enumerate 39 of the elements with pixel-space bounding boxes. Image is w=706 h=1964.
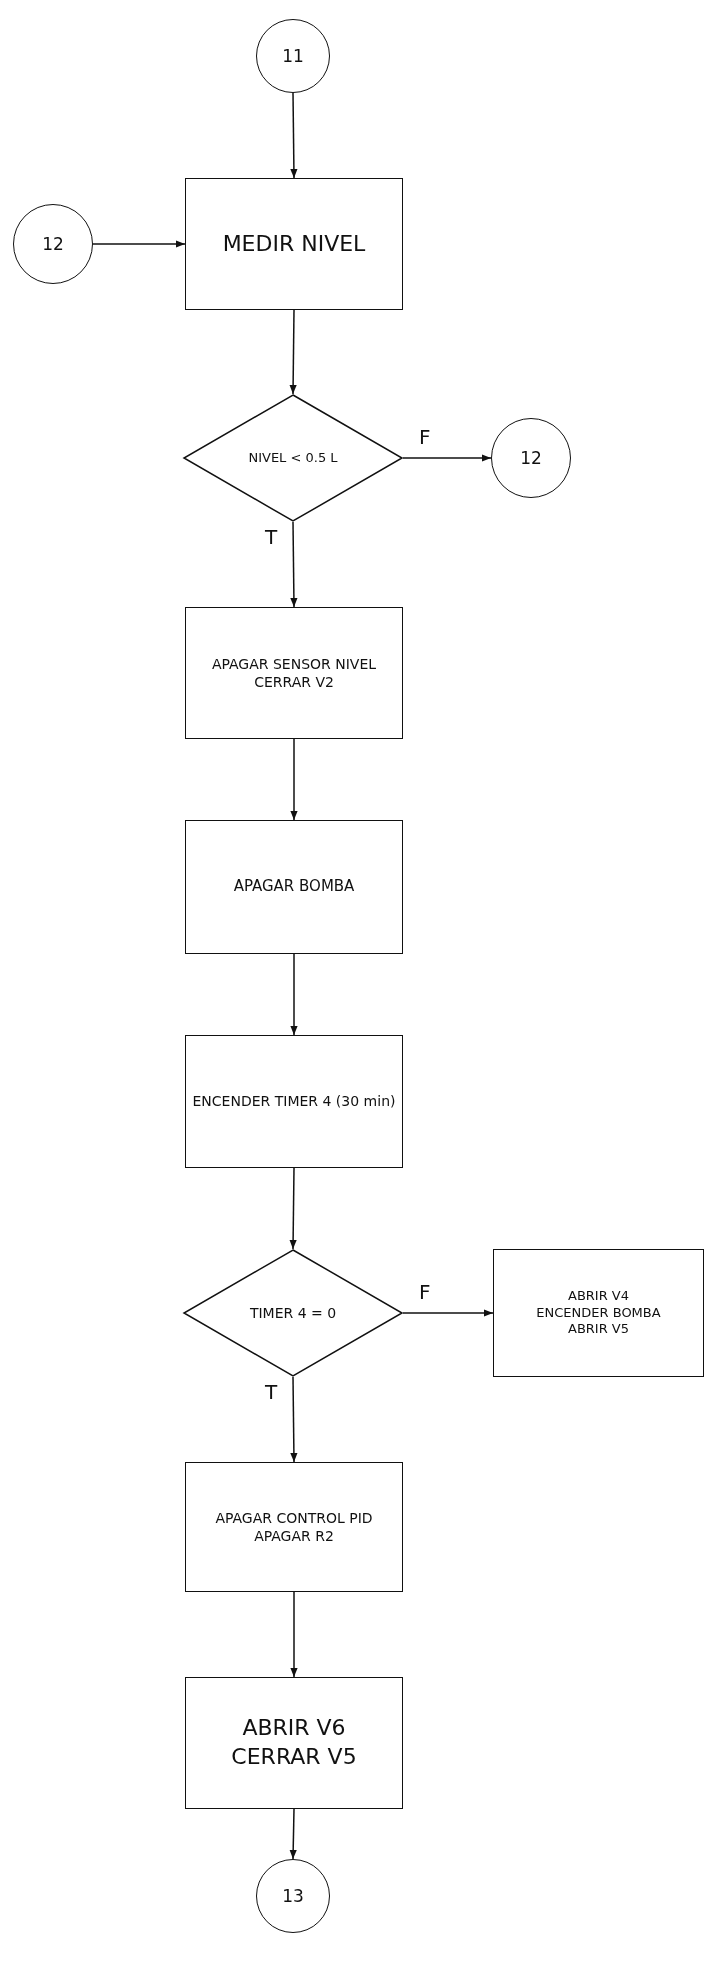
process-box <box>185 820 403 954</box>
node-label: APAGAR BOMBA <box>233 877 355 897</box>
node-label: APAGAR CONTROL PID <box>215 1508 373 1527</box>
arrow <box>402 454 492 462</box>
node-label: ENCENDER BOMBA <box>536 1304 661 1322</box>
process-box <box>185 178 403 310</box>
node-label: ABRIR V6 <box>242 1714 346 1743</box>
node-label: 12 <box>520 446 542 470</box>
decision-diamond <box>183 1249 403 1377</box>
arrow <box>402 1309 494 1317</box>
decision-diamond <box>183 394 403 522</box>
node-label: APAGAR R2 <box>254 1527 334 1546</box>
arrow <box>290 1376 298 1463</box>
node-label: TIMER 4 = 0 <box>249 1303 337 1323</box>
node-label: 11 <box>282 44 304 68</box>
arrow <box>290 738 298 821</box>
node-label: CERRAR V5 <box>231 1743 357 1771</box>
arrow <box>290 1591 298 1678</box>
node-label: ENCENDER TIMER 4 (30 min) <box>192 1092 396 1111</box>
arrow <box>290 92 298 179</box>
process-box <box>493 1249 704 1377</box>
arrow <box>290 953 298 1036</box>
node-label: CERRAR V2 <box>254 673 334 692</box>
arrow <box>289 1808 297 1860</box>
node-label: ABRIR V5 <box>568 1321 629 1339</box>
process-box <box>185 1677 403 1809</box>
node-label: ABRIR V4 <box>568 1287 629 1305</box>
node-label: MEDIR NIVEL <box>222 229 366 258</box>
node-label: 12 <box>42 232 64 256</box>
node-label: APAGAR SENSOR NIVEL <box>211 654 377 673</box>
process-box <box>185 1035 403 1168</box>
arrow <box>289 309 297 395</box>
node-label: 13 <box>282 1884 304 1908</box>
arrow <box>289 1167 297 1250</box>
arrow <box>290 521 298 608</box>
process-box <box>185 1462 403 1592</box>
arrow <box>92 240 186 248</box>
process-box <box>185 607 403 739</box>
node-label: NIVEL < 0.5 L <box>248 449 338 467</box>
